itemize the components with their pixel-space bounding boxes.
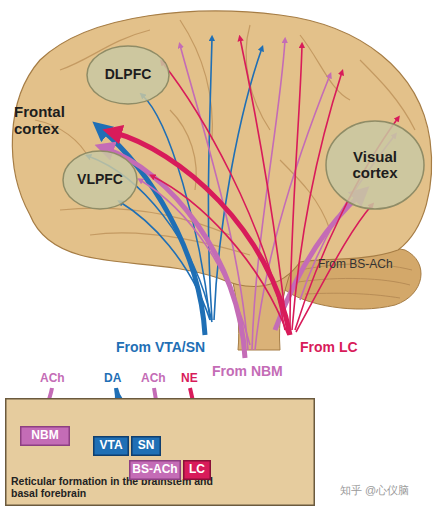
node-text: LC [183, 460, 211, 480]
box-outline [130, 461, 181, 480]
node-text: SN [131, 436, 161, 456]
node-text: BS-ACh [129, 460, 181, 480]
box-outline [94, 437, 129, 456]
box-outline [6, 399, 315, 506]
cerebrum [12, 11, 431, 286]
pathway-label: From NBM [212, 364, 312, 379]
box-outline [21, 427, 70, 446]
region-ellipse [87, 46, 169, 104]
box-outline [184, 461, 211, 480]
inset-panel: Reticular formation in the brainstem and… [5, 398, 315, 506]
nucleus-box: NBM [20, 426, 70, 446]
nucleus-box: LC [183, 460, 211, 480]
region-label: Frontal cortex [14, 104, 94, 137]
pathway-label: From BS-ACh [318, 258, 428, 271]
brain-region: VLPFC [62, 150, 138, 210]
brain-region: Visual cortex [325, 120, 425, 210]
watermark: 知乎 @心仪脑 [340, 484, 440, 496]
transmitter-label: NE [181, 372, 211, 385]
transmitter-label: ACh [141, 372, 181, 385]
pathway-label: From LC [300, 340, 380, 355]
node-text: VLPFC [62, 150, 138, 210]
box-outline [132, 437, 161, 456]
node-text: Visual cortex [340, 120, 410, 210]
brain-region: DLPFC [86, 45, 170, 105]
node-text: VTA [93, 436, 129, 456]
transmitter-label: ACh [40, 372, 80, 385]
transmitter-label: DA [104, 372, 134, 385]
nucleus-box: SN [131, 436, 161, 456]
nucleus-box: VTA [93, 436, 129, 456]
region-ellipse [63, 151, 137, 209]
nucleus-box: BS-ACh [129, 460, 181, 480]
node-text: DLPFC [86, 45, 170, 105]
pathway-label: From VTA/SN [116, 340, 236, 355]
region-ellipse [326, 121, 424, 209]
node-text: NBM [20, 426, 70, 446]
